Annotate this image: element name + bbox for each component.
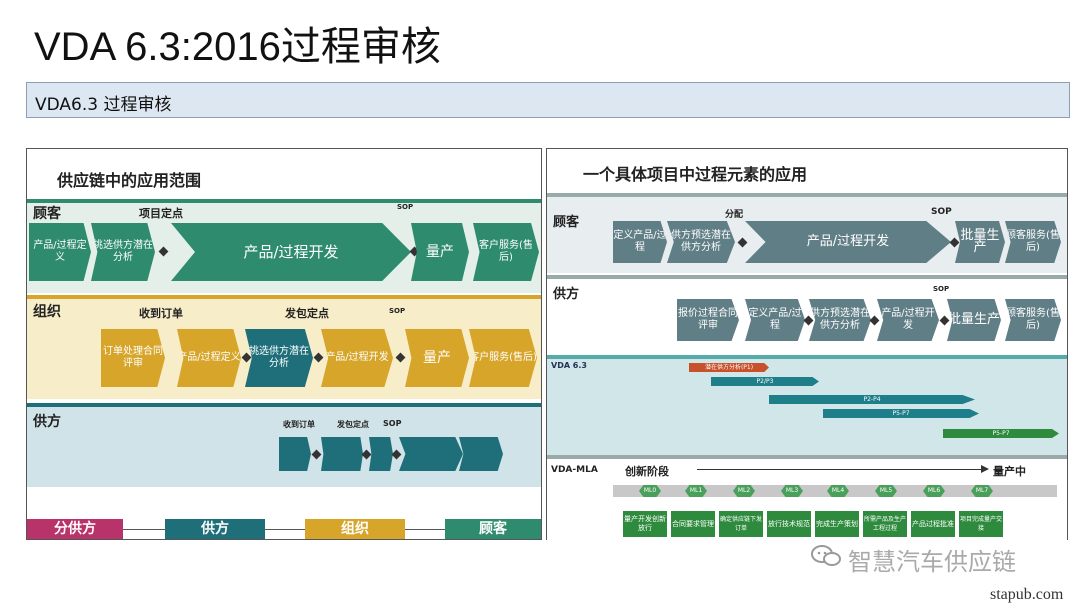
right-panel: 一个具体项目中过程元素的应用 顾客 分配 SOP 定义产品/过程 供方预选潜在供… <box>546 148 1068 543</box>
org-milestone-order: 收到订单 <box>139 307 183 320</box>
ml-box: 放行技术规范 <box>767 511 811 537</box>
supplier-step <box>369 437 393 471</box>
r-customer-sop: SOP <box>931 207 952 217</box>
vda-bar-p5p7: P5-P7 <box>823 409 979 418</box>
org-step: 订单处理合同评审 <box>101 329 165 387</box>
r-supplier-sop: SOP <box>933 285 950 293</box>
left-panel: 供应链中的应用范围 顾客 项目定点 SOP 产品/过程定义 挑选供方潜在分析 产… <box>26 148 542 540</box>
r-customer-step: 定义产品/过程 <box>613 221 667 263</box>
wechat-logo-icon <box>810 544 842 568</box>
r-supplier-step: 供方预选潜在供方分析 <box>809 299 871 341</box>
customer-step: 挑选供方潜在分析 <box>91 223 155 281</box>
ml-box: 完成生产策划 <box>815 511 859 537</box>
ml-level: ML0 <box>639 485 661 497</box>
customer-step: 产品/过程定义 <box>29 223 91 281</box>
r-customer-step: 批量生产 <box>955 221 1005 263</box>
vda-label: VDA 6.3 <box>551 361 587 370</box>
vda-row-bg <box>547 355 1067 455</box>
ml-box: 量产开发创新放行 <box>623 511 667 537</box>
mla-end: 量产中 <box>993 465 1026 478</box>
subtitle-text: VDA6.3 过程审核 <box>35 95 172 115</box>
ml-level: ML6 <box>923 485 945 497</box>
supplier-step <box>341 437 363 471</box>
ml-level: ML4 <box>827 485 849 497</box>
r-customer-step: 产品/过程开发 <box>745 221 951 263</box>
vda-bar-p5p7-final: P5-P7 <box>943 429 1059 438</box>
ml-box: 产品过程批准 <box>911 511 955 537</box>
customer-step: 客户服务(售后) <box>473 223 539 281</box>
org-step: 产品/过程开发 <box>321 329 393 387</box>
watermark-site: stapub.com <box>990 586 1064 603</box>
org-step: 产品/过程定义 <box>177 329 241 387</box>
customer-step: 产品/过程开发 <box>171 223 411 281</box>
legend-subcontractor: 分供方 <box>27 519 123 539</box>
r-customer-label: 顾客 <box>553 215 580 230</box>
mla-arrow-head-icon <box>981 465 989 473</box>
ml-level: ML1 <box>685 485 707 497</box>
mla-arrow-line <box>697 469 983 470</box>
ml-level: ML3 <box>781 485 803 497</box>
legend-line <box>29 529 539 530</box>
vda-bar-p2p4: P2-P4 <box>769 395 975 404</box>
customer-sop: SOP <box>397 203 414 211</box>
subtitle-bar: VDA6.3 过程审核 <box>26 82 1070 118</box>
r-customer-step: 顾客服务(售后) <box>1005 221 1061 263</box>
org-step: 客户服务(售后) <box>469 329 537 387</box>
slide-title: VDA 6.3:2016过程审核 <box>34 25 441 69</box>
customer-step: 量产 <box>411 223 469 281</box>
legend-supplier: 供方 <box>165 519 265 539</box>
org-step: 量产 <box>405 329 469 387</box>
ml-box: 项目完成量产交接 <box>959 511 1003 537</box>
supplier-step <box>279 437 311 471</box>
vda-bar-p2p3: P2/P3 <box>711 377 819 386</box>
org-step: 挑选供方潜在分析 <box>245 329 313 387</box>
r-supplier-step: 顾客服务(售后) <box>1005 299 1061 341</box>
org-milestone-award: 发包定点 <box>285 307 329 320</box>
supplier-row-label: 供方 <box>33 414 61 430</box>
org-sop: SOP <box>389 307 406 315</box>
customer-milestone: 项目定点 <box>139 207 183 220</box>
ml-level: ML7 <box>971 485 993 497</box>
r-customer-step: 供方预选潜在供方分析 <box>667 221 735 263</box>
mla-label: VDA-MLA <box>551 465 598 475</box>
supplier-m1: 收到订单 <box>283 420 315 429</box>
right-heading: 一个具体项目中过程元素的应用 <box>583 165 808 184</box>
mla-phase: 创新阶段 <box>625 465 669 478</box>
vda-bar-p1: 潜在供方分析(P1) <box>689 363 769 372</box>
legend-customer: 顾客 <box>445 519 541 539</box>
r-supplier-step: 定义产品/过程 <box>745 299 805 341</box>
supplier-m2: 发包定点 <box>337 420 369 429</box>
r-supplier-step: 产品/过程开发 <box>877 299 939 341</box>
supplier-step <box>399 437 463 471</box>
legend-organization: 组织 <box>305 519 405 539</box>
org-row-label: 组织 <box>33 304 61 320</box>
r-supplier-step: 报价过程合同评审 <box>677 299 739 341</box>
supplier-step <box>321 437 345 471</box>
ml-box: 合同要求管理 <box>671 511 715 537</box>
supplier-step <box>459 437 503 471</box>
ml-level: ML5 <box>875 485 897 497</box>
r-supplier-step: 批量生产 <box>947 299 1001 341</box>
r-supplier-label: 供方 <box>553 287 580 302</box>
r-customer-milestone: 分配 <box>725 210 744 220</box>
supplier-m3: SOP <box>383 419 402 428</box>
watermark-brand: 智慧汽车供应链 <box>848 548 1016 576</box>
ml-level: ML2 <box>733 485 755 497</box>
customer-row-label: 顾客 <box>33 206 61 222</box>
left-heading: 供应链中的应用范围 <box>57 171 202 190</box>
ml-box: 所需产品及生产工程过程 <box>863 511 907 537</box>
ml-box: 确定供应链下发订单 <box>719 511 763 537</box>
